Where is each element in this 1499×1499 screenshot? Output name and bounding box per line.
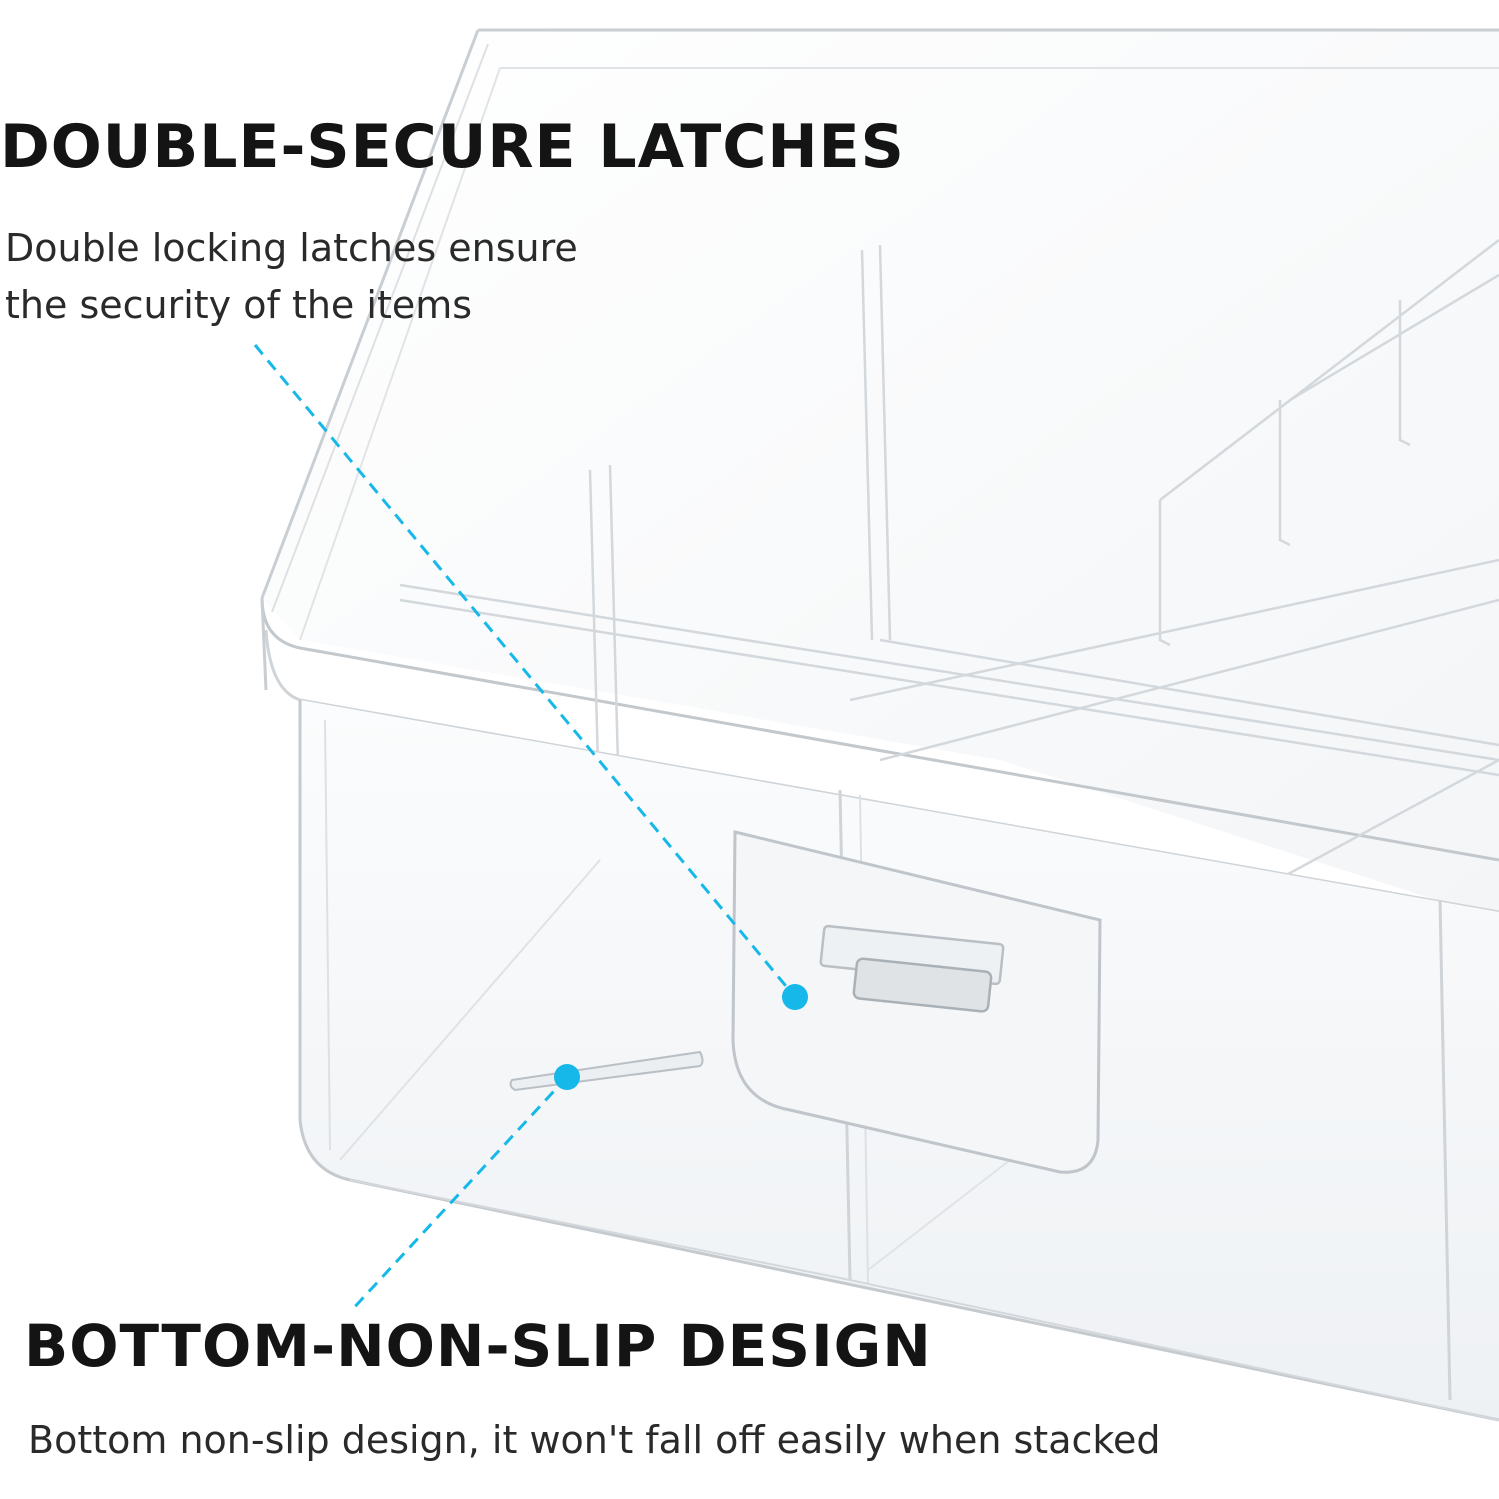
callout-lines bbox=[253, 344, 808, 1314]
latch bbox=[731, 830, 1102, 1174]
inner-dividers bbox=[399, 239, 1499, 902]
latches-feature-title: DOUBLE-SECURE LATCHES bbox=[0, 112, 905, 182]
latches-feature-description: Double locking latches ensure the securi… bbox=[5, 226, 578, 327]
box-lid bbox=[260, 28, 1499, 920]
latch-callout-line bbox=[253, 344, 797, 998]
non-slip-feature-description: Bottom non-slip design, it won't fall of… bbox=[28, 1418, 1161, 1462]
non-slip-feature-title: BOTTOM-NON-SLIP DESIGN bbox=[24, 1312, 932, 1380]
non-slip-callout-line bbox=[348, 1075, 569, 1314]
non-slip-callout-dot bbox=[554, 1064, 580, 1090]
latch-callout-dot bbox=[782, 984, 808, 1010]
